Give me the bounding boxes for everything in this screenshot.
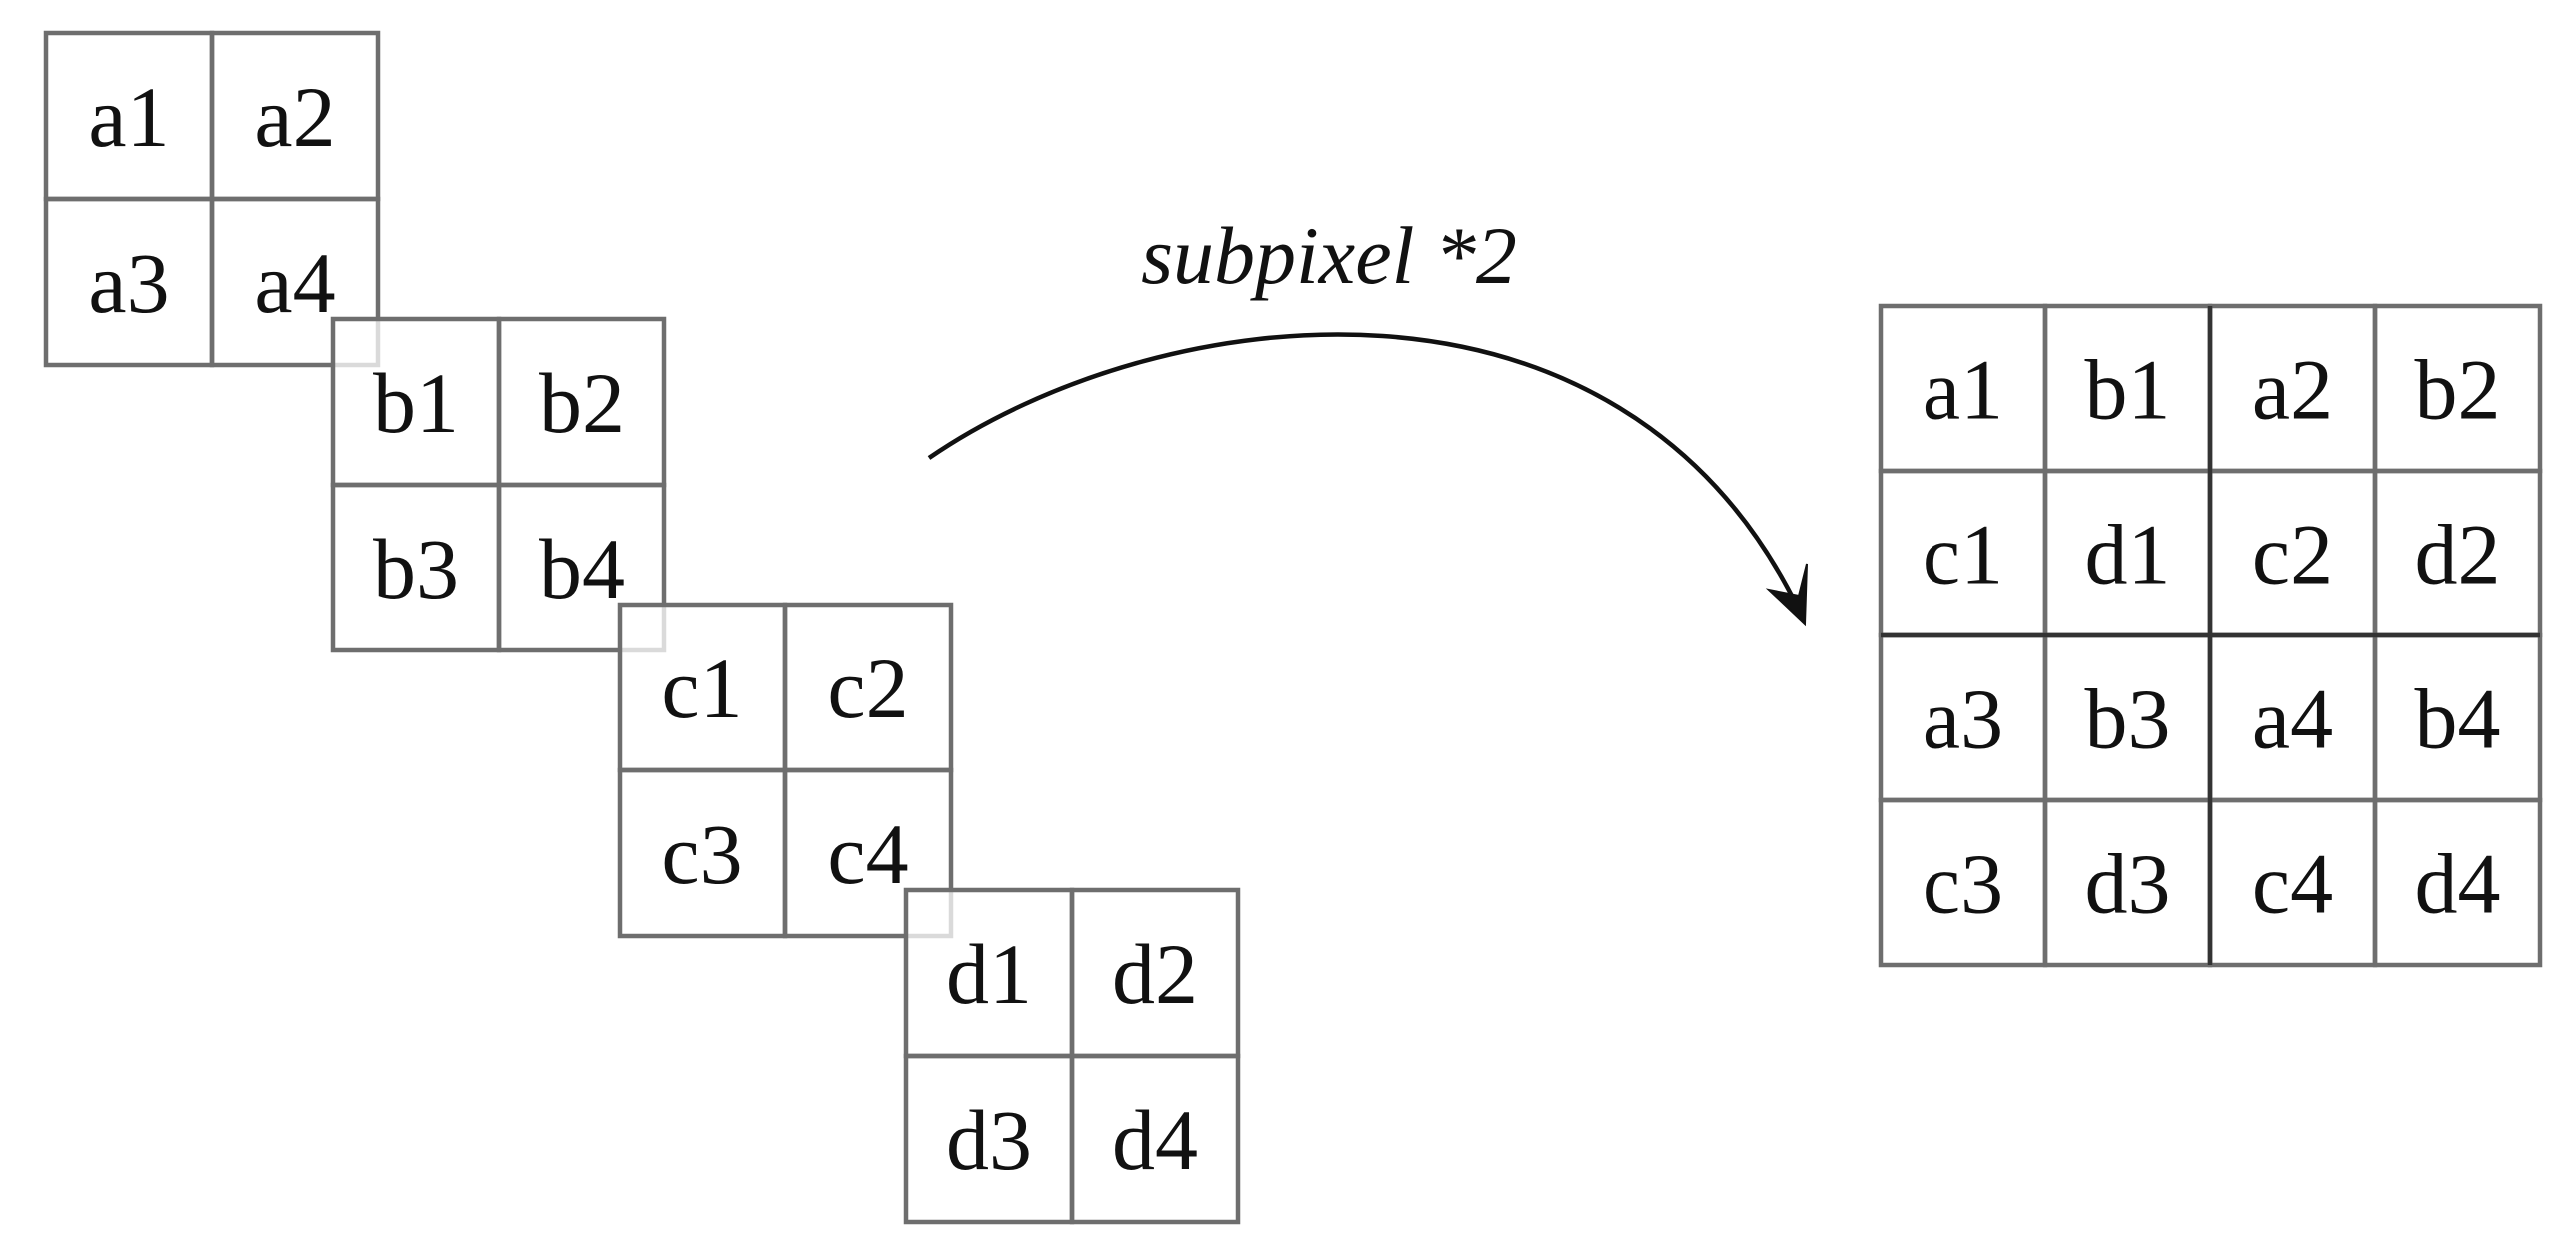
output-cell-label: a4 [2252,671,2333,767]
output-cell-label: c4 [2252,836,2333,932]
output-cell-label: b1 [2085,342,2171,438]
output-cell-label: d2 [2415,507,2501,603]
output-cell-label: d1 [2085,507,2171,603]
arrow-label: subpixel *2 [1141,210,1517,301]
output-cell-label: a3 [1923,671,2003,767]
input-cell-label: a1 [88,69,169,165]
input-block-d: d1 d2 d3 d4 [903,887,1241,1225]
arrow-curve [927,332,1802,611]
input-cell-label: d3 [946,1092,1032,1188]
output-grid: a1 b1 a2 b2 c1 d1 c2 d2 a3 b3 a4 b4 c3 d3 c4 d4 [1878,303,2543,968]
input-block-b: b1 b2 b3 b4 [330,316,667,653]
output-cell-label: a2 [2252,342,2333,438]
arrow-head-icon [1765,563,1808,627]
output-cell-label: c2 [2252,507,2333,603]
input-cell-label: d4 [1112,1092,1198,1188]
input-cell-border [782,767,954,939]
output-cell-label: b4 [2415,671,2501,767]
output-cell-label: d3 [2085,836,2171,932]
input-cell-label: d2 [1112,926,1198,1022]
output-cell-label: a1 [1923,342,2003,438]
output-cell-label: b3 [2085,671,2171,767]
input-cell-border [496,482,667,653]
input-cell-label: c1 [661,640,742,736]
output-cell-border [2372,797,2543,968]
input-cell-label: c4 [827,806,908,902]
input-cell-border [209,196,381,368]
input-cell-label: b2 [539,355,625,451]
output-cell-label: c1 [1923,507,2003,603]
input-cell-label: b1 [373,355,459,451]
input-cell-label: a2 [254,69,335,165]
input-block-c: c1 c2 c3 c4 [617,602,954,939]
input-cell-label: b3 [373,521,459,617]
input-blocks: a1 a2 a3 a4 b1 b2 b3 b4 c1 c2 c3 c4 d1 d2 d3 d4 [43,30,1241,1225]
output-cell-label: c3 [1923,836,2003,932]
input-block-a: a1 a2 a3 a4 [43,30,381,368]
input-cell-label: c2 [827,640,908,736]
output-cell-label: d4 [2415,836,2501,932]
output-cell-label: b2 [2415,342,2501,438]
transform-arrow: subpixel *2 [927,210,1808,627]
input-cell-label: a3 [88,235,169,331]
input-cell-label: a4 [254,235,335,331]
input-cell-border [1069,1053,1241,1225]
input-cell-label: b4 [539,521,625,617]
input-cell-label: d1 [946,926,1032,1022]
input-cell-label: c3 [661,806,742,902]
